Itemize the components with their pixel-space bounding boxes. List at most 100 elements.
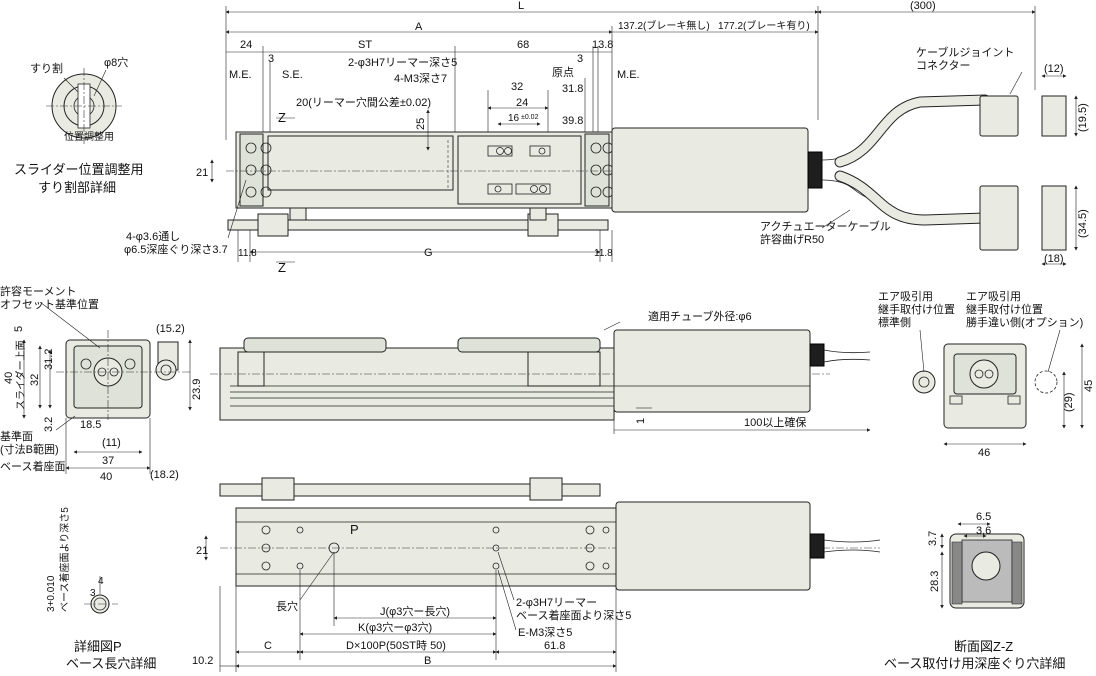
dim-4: 4 [98,576,104,587]
label-me-right: M.E. [617,69,640,81]
label-cable-joint: ケーブルジョイント [916,45,1014,59]
dim-29: (29) [1063,392,1075,412]
dim-18-5: 18.5 [80,419,101,431]
label-air1-1: エア吸引用 [878,289,933,303]
label-moment-1: 許容モーメント [0,284,77,298]
dim-21b: 21 [196,545,208,557]
dim-18-2: (18.2) [150,469,179,481]
label-slot-tol: 3+0.010 [46,575,57,612]
dim-68: 68 [517,39,529,51]
label-tube: 適用チューブ外径:φ6 [648,309,752,323]
dim-K: K(φ3穴ーφ3穴) [358,620,432,634]
label-reamer2-1: 2-φ3H7リーマー [516,597,597,609]
dim-45: 45 [1083,380,1095,392]
label-m3-7: 4-M3深さ7 [394,72,447,85]
label-connector: コネクター [916,59,971,72]
dim-5: 5 [13,326,25,332]
dim-40: 40 [3,372,15,384]
dim-31-8: 31.8 [562,83,583,95]
title-section-zz-1: 断面図Z-Z [954,639,1013,654]
dim-brake-none: 137.2(ブレーキ無し) [618,19,710,32]
dim-300: (300) [910,0,936,12]
title-detail-p-1: 詳細図P [74,639,122,654]
dim-25: 25 [415,118,427,130]
dim-31-2: 31.2 [43,349,55,370]
dim-15-2: (15.2) [156,323,185,335]
dim-40b: 40 [100,471,112,483]
section-mark-z-top: Z [278,110,286,125]
dim-28-3: 28.3 [929,571,941,592]
dim-18: (18) [1044,253,1064,265]
dim-3c: 3 [90,588,96,599]
dim-13-8: 13.8 [592,39,613,51]
detail-p [84,576,118,614]
dim-37: 37 [102,455,114,467]
dim-ST: ST [358,39,372,51]
slit-detail [46,68,122,144]
dim-B: B [424,655,431,667]
dim-46: 46 [978,447,990,459]
label-pos-adjust: 位置調整用 [64,130,114,143]
front-view [210,321,871,434]
dim-11-8b: 11.8 [594,248,613,259]
end-view [22,301,192,474]
dim-61-8: 61.8 [544,640,565,652]
label-origin: 原点 [552,66,574,79]
label-reamer2-2: ベース着座面より深さ5 [516,608,631,622]
title-slider-detail-2: すり割部詳細 [38,180,116,195]
dim-11-8a: 11.8 [238,248,257,259]
dim-DxP: D×100P(50ST時 50) [346,639,446,652]
dim-34-5: (34.5) [1077,209,1089,238]
label-actuator-cable: アクチュエーターケーブル [760,219,891,233]
label-counterbore: φ6.5深座ぐり深さ3.7 [124,242,228,256]
label-me-left: M.E. [229,69,252,81]
label-slot: 長穴 [276,599,298,613]
label-ref-range: (寸法B範囲) [0,442,59,456]
dim-A: A [415,21,423,33]
label-moment-2: オフセット基準位置 [0,297,99,311]
dim-3a: 3 [268,53,274,65]
dim-16-tol: ±0.02 [521,114,539,121]
label-air2-3: 勝手違い側(オプション) [966,315,1083,329]
label-slider-top: スライダー上面 [14,340,27,410]
dim-1: 1 [635,418,647,424]
section-zz [940,522,1025,609]
dim-J: J(φ3穴ー長穴) [380,604,450,618]
title-detail-p-2: ベース長穴詳細 [66,656,156,671]
label-phi8: φ8穴 [104,55,128,69]
dim-24: 24 [240,39,252,51]
label-through-hole: 4-φ3.6通し [126,230,180,243]
dim-11: (11) [102,437,121,449]
label-air2-2: 継手取付け位置 [966,302,1043,316]
dim-10-2: 10.2 [192,655,213,667]
bottom-view [204,477,881,672]
dim-L: L [518,0,524,12]
label-P: P [350,522,359,537]
label-ref-face: 基準面 [0,429,33,443]
dim-3-7: 3.7 [927,531,939,546]
dim-32b: 32 [29,374,41,386]
section-mark-z-bottom: Z [278,260,286,275]
dim-6-5: 6.5 [976,511,991,523]
title-section-zz-2: ベース取付け用深座ぐり穴詳細 [884,656,1065,671]
dim-39-8: 39.8 [562,115,583,127]
label-se: S.E. [282,69,303,81]
screw-holes-left [245,142,272,198]
label-bend-radius: 許容曲げR50 [760,232,824,246]
label-base-seat: ベース着座面 [0,459,65,473]
dim-24b: 24 [516,97,528,109]
label-air1-2: 継手取付け位置 [878,302,955,316]
dim-3-2: 3.2 [43,417,55,432]
dim-32: 32 [511,81,523,93]
dim-20: 20(リーマー穴間公差±0.02) [296,95,431,109]
label-slit: すり割 [30,61,63,75]
section-view-side [912,329,1084,446]
dim-3-6: 3.6 [976,525,991,537]
dim-23-9: 23.9 [191,379,203,400]
label-reamer: 2-φ3H7リーマー深さ5 [348,56,457,69]
label-slot-depth: ベース着座面より深さ5 [58,507,71,612]
dim-3b: 3 [577,53,583,65]
dim-19-5: (19.5) [1077,103,1089,132]
